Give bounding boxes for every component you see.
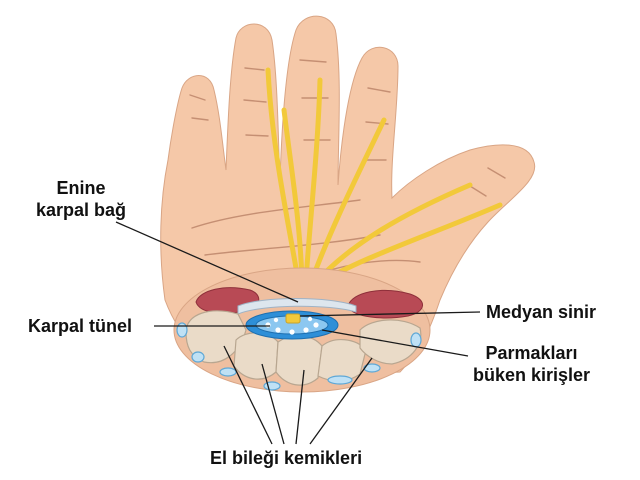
label-flexor-tendons: Parmakları büken kirişler	[473, 342, 590, 386]
leader-bone-2	[261, 363, 285, 445]
transverse-carpal-ligament	[237, 298, 357, 315]
label-carpal-tunnel: Karpal tünel	[28, 316, 133, 336]
leader-bone-3	[295, 369, 305, 445]
label-transverse-line1: Enine	[56, 178, 106, 198]
label-flexor-line1: Parmakları	[485, 343, 578, 363]
label-transverse-line2: karpal bağ	[36, 200, 127, 220]
leader-flexor-tendons	[321, 329, 469, 357]
leader-bone-1	[223, 345, 273, 445]
leader-lines	[115, 221, 481, 445]
vessels	[176, 322, 422, 391]
median-nerve-cross-section	[285, 313, 301, 324]
tendon-dots	[265, 316, 319, 335]
label-transverse-carpal-ligament: Enine karpal bağ	[36, 177, 126, 221]
label-carpal-bones: El bileği kemikleri	[210, 448, 363, 468]
label-median-nerve: Medyan sinir	[486, 302, 597, 322]
label-flexor-line2: büken kirişler	[473, 365, 591, 385]
leader-transverse-ligament	[115, 221, 299, 303]
hypothenar-muscle	[347, 289, 423, 319]
leader-median-nerve	[299, 311, 481, 317]
leader-bone-4	[309, 357, 373, 445]
palm-creases	[189, 59, 506, 271]
